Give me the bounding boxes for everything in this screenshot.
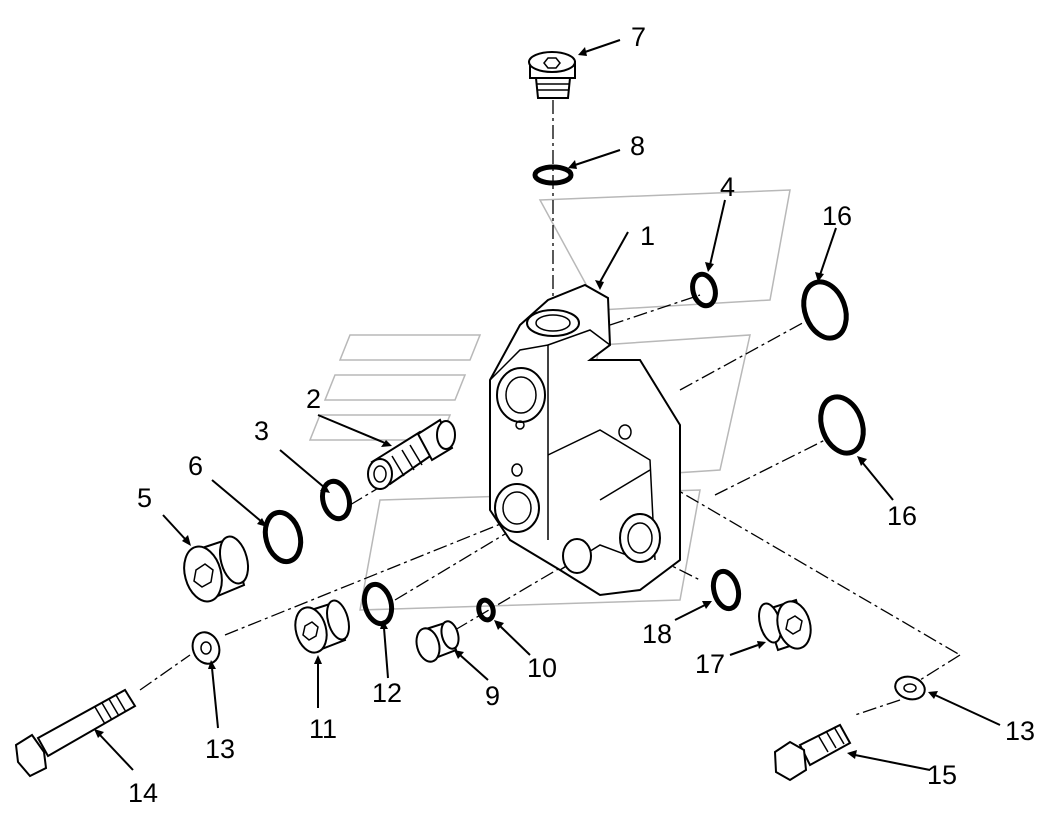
cartridge-2 (367, 418, 456, 490)
callout-6: 6 (188, 451, 203, 481)
o-ring-3 (320, 478, 352, 522)
callout-2: 2 (306, 384, 321, 414)
callout-5: 5 (137, 483, 152, 513)
callout-labels: 1 2 3 4 5 6 7 8 9 10 11 12 13 14 15 16 1… (128, 22, 1035, 808)
callout-12: 12 (372, 678, 402, 708)
washer-13-right (894, 675, 926, 701)
plug-11 (294, 599, 350, 654)
callout-11: 11 (309, 714, 337, 744)
callout-10: 10 (527, 653, 557, 683)
washer-13-left (191, 631, 221, 665)
bolt-14 (14, 688, 137, 778)
callout-7: 7 (631, 22, 646, 52)
o-ring-8 (532, 164, 574, 186)
callout-13-left: 13 (205, 734, 235, 764)
callout-17: 17 (695, 649, 725, 679)
o-ring-10 (476, 597, 496, 623)
callout-16-lower: 16 (887, 501, 917, 531)
callout-15: 15 (927, 760, 957, 790)
o-ring-18 (710, 568, 742, 612)
o-ring-4 (690, 271, 718, 309)
callout-13-right: 13 (1005, 716, 1035, 746)
bolt-15 (773, 723, 852, 782)
plug-9 (415, 620, 460, 663)
o-ring-16-upper (801, 279, 849, 341)
callout-18: 18 (642, 619, 672, 649)
callout-8: 8 (630, 131, 645, 161)
plug-5 (183, 535, 250, 603)
callout-4: 4 (720, 172, 735, 202)
callout-14: 14 (128, 778, 158, 808)
o-ring-6 (262, 509, 304, 565)
callout-16-upper: 16 (822, 201, 852, 231)
callout-9: 9 (485, 681, 500, 711)
plug-7 (528, 51, 576, 99)
o-ring-16-lower (818, 394, 866, 456)
leader-lines (94, 39, 1001, 771)
callout-3: 3 (254, 416, 269, 446)
callout-1: 1 (640, 221, 655, 251)
o-ring-12 (361, 581, 395, 627)
plug-17 (758, 598, 812, 652)
manifold-block (489, 283, 681, 597)
